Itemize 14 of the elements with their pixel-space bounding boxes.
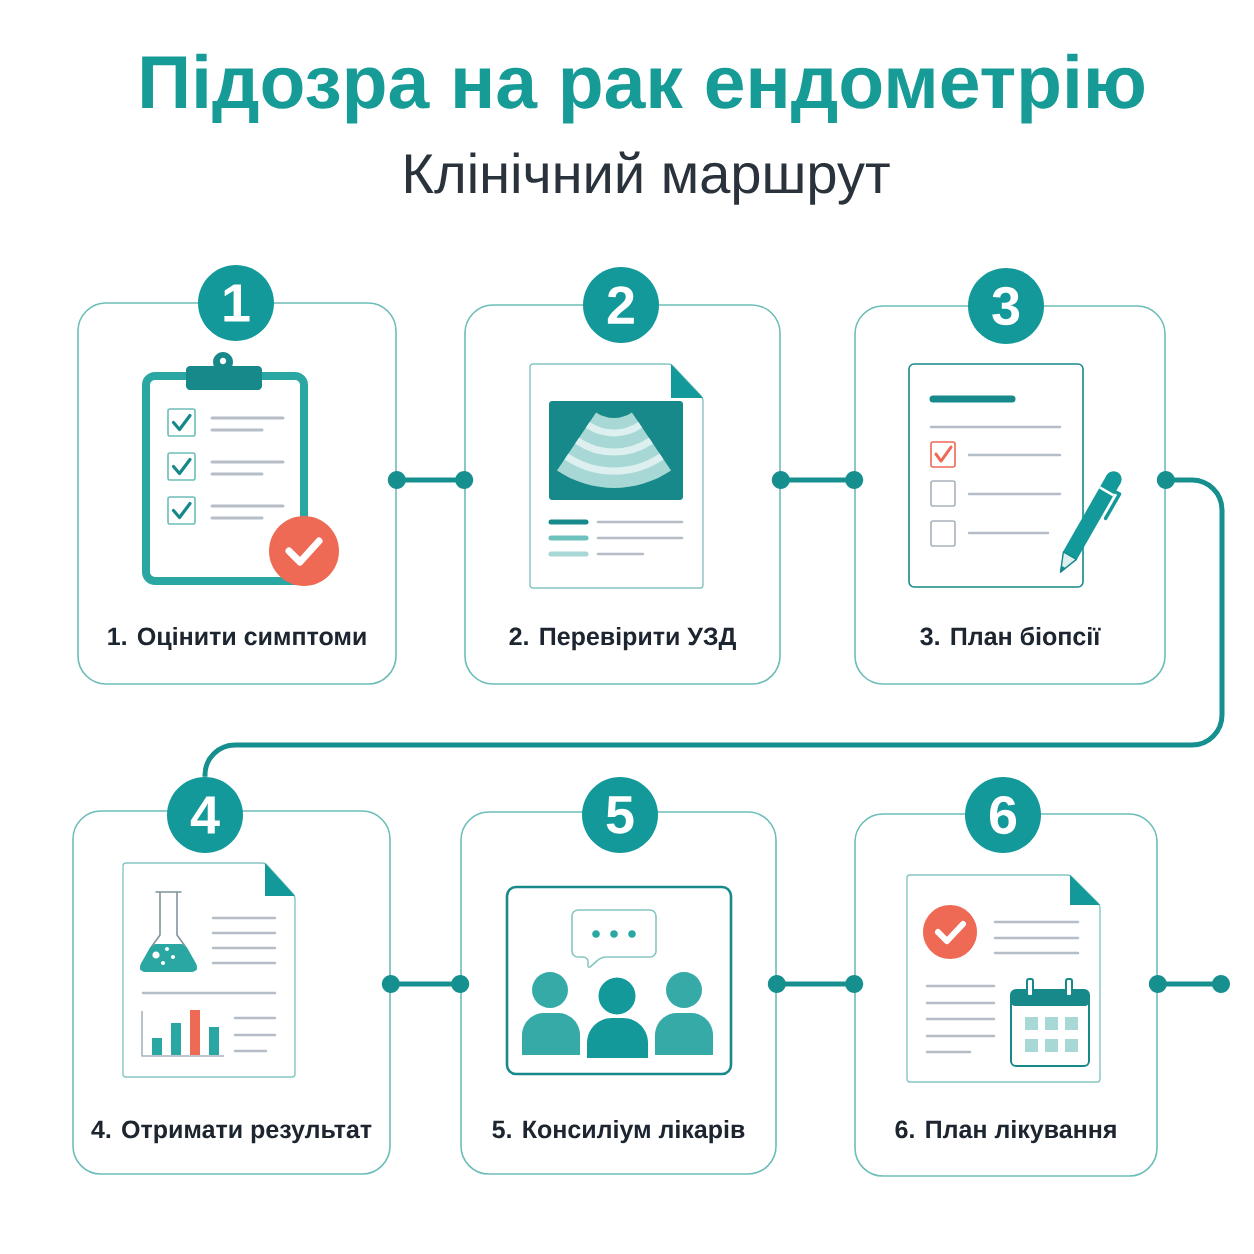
connector [771,471,864,489]
connector [202,471,1225,778]
number-badge: 3 [968,268,1044,344]
connector [381,975,470,993]
number-badge: 5 [582,777,658,853]
connector [387,471,474,489]
number-badge: 1 [198,265,274,341]
connector [767,975,864,993]
connector [1148,975,1230,993]
subtitle: Клінічний маршрут [406,151,890,205]
number-badge: 4 [167,777,243,853]
number-badge: 2 [583,267,659,343]
title: Підозра на рак ендометрію [142,53,1144,124]
number-badge: 6 [965,777,1041,853]
